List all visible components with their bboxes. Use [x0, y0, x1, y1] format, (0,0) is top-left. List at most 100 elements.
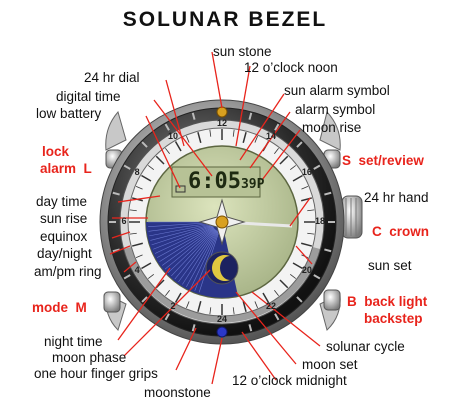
dial-tick [131, 242, 143, 247]
solunar-ray [148, 222, 213, 232]
dial-tick [174, 292, 182, 303]
dial-tick [147, 274, 155, 279]
control-crown: C crown [372, 224, 429, 240]
dial-tick [135, 254, 143, 258]
solunar-ray [182, 230, 217, 285]
solunar-ray [186, 230, 218, 287]
dial-tick [301, 186, 309, 190]
digital-hours-minutes: 6:05 [188, 169, 241, 194]
label-alarm-symbol: alarm symbol [295, 102, 376, 117]
control-mode-label: mode [32, 300, 69, 315]
finger-grips [109, 109, 335, 335]
finger-grip [141, 141, 148, 148]
finger-grip [141, 296, 148, 303]
solunar-ray [151, 224, 213, 246]
dial-tick [307, 209, 315, 212]
label-sun-alarm-symbol: sun alarm symbol [284, 83, 390, 98]
control-back-key: B [347, 294, 357, 309]
mode-button[interactable] [103, 291, 121, 313]
solunar-ray [149, 223, 213, 237]
finger-grip [164, 313, 170, 321]
dial-tick [141, 262, 152, 270]
low-battery-indicator [175, 185, 186, 193]
finger-grip [296, 296, 303, 303]
finger-grip [324, 191, 332, 196]
dial-tick [279, 155, 289, 165]
dial-numeral: 12 [216, 118, 227, 128]
control-set-review: S set/review [342, 153, 424, 169]
finger-grip [324, 248, 332, 253]
dial-tick [129, 209, 137, 212]
sun-stone [216, 106, 228, 118]
label-equinox: equinox [40, 229, 88, 244]
dial-tick [279, 279, 289, 289]
dial-numeral: 10 [167, 131, 178, 142]
control-set-review-label: set/review [358, 153, 424, 168]
dial-tick [254, 135, 258, 143]
control-alarm: alarm L [40, 161, 92, 177]
finger-grip [296, 141, 303, 148]
finger-grip [123, 164, 131, 170]
dial-tick [232, 129, 235, 137]
label-moonstone: moonstone [144, 385, 211, 400]
backlight-button[interactable] [323, 289, 341, 311]
solunar-ray [154, 225, 214, 254]
dial-tick [242, 301, 247, 313]
label-24hr-dial: 24 hr dial [84, 70, 140, 85]
solunar-ray [161, 227, 215, 266]
dial-numeral: 22 [265, 300, 276, 311]
dial-tick [274, 289, 279, 297]
control-mode: mode M [32, 300, 87, 316]
solunar-ray [150, 224, 213, 241]
label-finger-grips: one hour finger grips [34, 366, 158, 381]
solunar-ray [148, 222, 213, 227]
dial-tick [254, 301, 258, 309]
dial-tick [155, 279, 165, 289]
dial-tick [129, 232, 137, 235]
finger-grip [191, 324, 196, 332]
solunar-ray [153, 225, 213, 250]
dial-tick [147, 165, 155, 170]
leader-lines [109, 51, 321, 385]
dial-tick [307, 232, 315, 235]
finger-grip [112, 248, 120, 253]
dial-tick [289, 274, 297, 279]
dial-tick [174, 141, 182, 152]
finger-grip [248, 324, 253, 332]
label-moon-set: moon set [302, 357, 358, 372]
finger-grip [274, 123, 280, 131]
label-12-midnight: 12 o’clock midnight [232, 373, 347, 388]
label-day-night: day/night [37, 246, 92, 261]
finger-grip [248, 112, 253, 120]
label-night-time: night time [44, 334, 103, 349]
dial-tick [289, 165, 297, 170]
control-lock: lock [42, 144, 70, 159]
control-mode-key: M [75, 300, 87, 315]
digital-pm: P [256, 177, 265, 192]
label-24hr-hand: 24 hr hand [364, 190, 429, 205]
dial-tick [186, 135, 190, 143]
label-solunar-cycle: solunar cycle [326, 339, 405, 354]
label-sun-set: sun set [368, 258, 412, 273]
dial-tick [141, 174, 152, 182]
digital-time-readout: 6:0539P [188, 170, 264, 197]
solunar-ray [190, 230, 219, 290]
dial-numeral: 16 [301, 167, 312, 177]
control-alarm-key: L [83, 161, 92, 176]
solunar-ray [164, 228, 215, 270]
solunar-cycle-rays [148, 221, 220, 293]
finger-grip [164, 123, 170, 131]
finger-grip [274, 313, 280, 321]
dial-numeral: 14 [265, 131, 276, 142]
dial-tick [209, 129, 212, 137]
page-title: SOLUNAR BEZEL [122, 8, 328, 31]
dial-tick [242, 131, 247, 143]
solunar-ray [174, 229, 216, 280]
dial-tick [197, 131, 202, 143]
control-backstep: backstep [364, 311, 423, 326]
dial-numeral: 18 [314, 216, 325, 226]
solunar-ray [157, 226, 214, 258]
dial-numeral: 24 [216, 314, 227, 324]
dial-numeral: 4 [134, 265, 140, 275]
